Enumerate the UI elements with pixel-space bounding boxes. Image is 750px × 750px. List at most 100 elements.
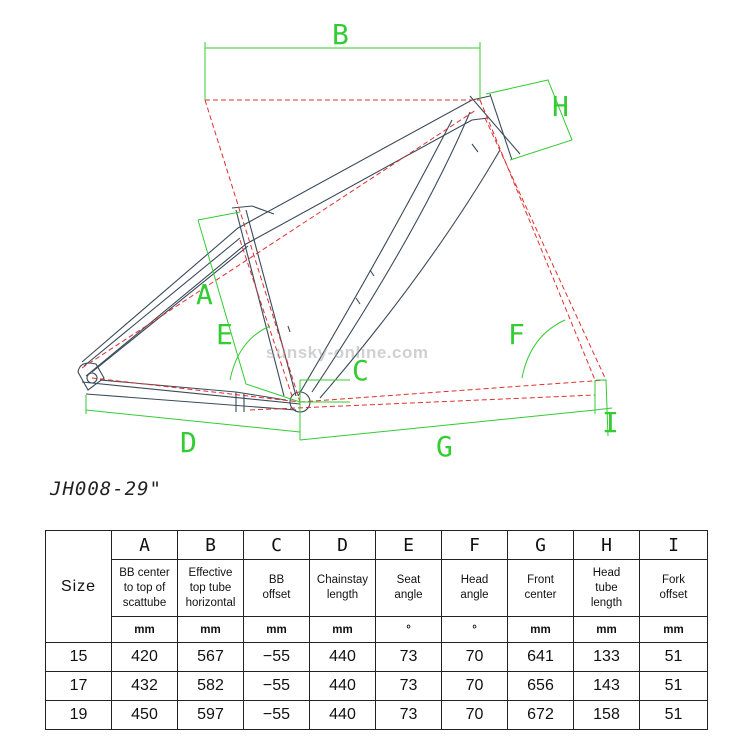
frame-outline xyxy=(77,93,521,413)
label-d: D xyxy=(180,426,197,459)
column-unit: mm xyxy=(243,616,310,643)
column-description: BB center to top of scattube xyxy=(111,559,178,617)
description-line: BB center xyxy=(119,566,170,579)
size-cell: 15 xyxy=(45,642,112,672)
column-unit: ° xyxy=(375,616,442,643)
column-unit: mm xyxy=(507,616,574,643)
column-description: Head tube length xyxy=(573,559,640,617)
description-line: offset xyxy=(659,589,688,601)
column-unit: ° xyxy=(441,616,508,643)
description-line: Chainstay xyxy=(316,574,369,586)
size-cell: 19 xyxy=(45,700,112,730)
column-unit: mm xyxy=(111,616,178,643)
value-cell: 70 xyxy=(441,671,508,701)
column-unit: mm xyxy=(573,616,640,643)
value-cell: 567 xyxy=(177,642,244,672)
description-line: Effective xyxy=(188,566,233,579)
description-line: angle xyxy=(460,589,489,601)
description-line: center xyxy=(524,589,557,601)
description-line: Seat xyxy=(396,574,421,586)
value-cell: 73 xyxy=(375,642,442,672)
label-a: A xyxy=(196,278,213,311)
description-line: length xyxy=(326,589,359,601)
description-line: offset xyxy=(262,589,291,601)
value-cell: 51 xyxy=(639,700,708,730)
column-letter: E xyxy=(375,530,442,560)
column-description: Chainstay length xyxy=(309,559,376,617)
value-cell: 672 xyxy=(507,700,574,730)
value-cell: −55 xyxy=(243,700,310,730)
value-cell: 597 xyxy=(177,700,244,730)
value-cell: 143 xyxy=(573,671,640,701)
label-c: C xyxy=(352,354,369,387)
column-letter: G xyxy=(507,530,574,560)
header-description-row: BB center to top of scattube Effective top t… xyxy=(46,559,708,617)
value-cell: 440 xyxy=(309,700,376,730)
dimension-lines xyxy=(85,42,613,441)
value-cell: 440 xyxy=(309,671,376,701)
label-h: H xyxy=(552,90,569,123)
value-cell: 432 xyxy=(111,671,178,701)
value-cell: 582 xyxy=(177,671,244,701)
value-cell: 440 xyxy=(309,642,376,672)
description-line: BB xyxy=(268,574,285,586)
column-description: Effective top tube horizontal xyxy=(177,559,244,617)
description-line: top tube xyxy=(189,581,232,594)
model-name: JH008-29" xyxy=(50,478,162,500)
column-description: Front center xyxy=(507,559,574,617)
size-cell: 17 xyxy=(45,671,112,701)
description-line: horizontal xyxy=(185,596,236,609)
value-cell: 51 xyxy=(639,671,708,701)
value-cell: 158 xyxy=(573,700,640,730)
value-cell: 70 xyxy=(441,642,508,672)
value-cell: 133 xyxy=(573,642,640,672)
column-letter: C xyxy=(243,530,310,560)
description-line: to top of xyxy=(123,581,166,594)
description-line: length xyxy=(590,596,623,609)
column-letter: B xyxy=(177,530,244,560)
description-line: Fork xyxy=(662,574,685,586)
column-description: Seat angle xyxy=(375,559,442,617)
label-b: B xyxy=(332,18,349,51)
value-cell: −55 xyxy=(243,642,310,672)
description-line: Head xyxy=(592,566,621,579)
description-line: scattube xyxy=(122,596,167,609)
label-i: I xyxy=(602,406,619,439)
column-description: Head angle xyxy=(441,559,508,617)
column-unit: mm xyxy=(309,616,376,643)
column-letter: I xyxy=(639,530,708,560)
column-unit: mm xyxy=(177,616,244,643)
value-cell: 420 xyxy=(111,642,178,672)
column-letter: A xyxy=(111,530,178,560)
description-line: Front xyxy=(527,574,554,586)
bike-frame-geometry-diagram: A B C D E F G H I xyxy=(77,18,619,463)
column-letter: H xyxy=(573,530,640,560)
label-f: F xyxy=(508,318,525,351)
value-cell: 656 xyxy=(507,671,574,701)
column-letter: D xyxy=(309,530,376,560)
value-cell: 70 xyxy=(441,700,508,730)
dimension-labels: A B C D E F G H I xyxy=(180,18,619,463)
column-description: Fork offset xyxy=(639,559,708,617)
watermark: sunsky-online.com xyxy=(266,343,429,362)
label-g: G xyxy=(436,430,453,463)
value-cell: 73 xyxy=(375,700,442,730)
column-description: BB offset xyxy=(243,559,310,617)
value-cell: 73 xyxy=(375,671,442,701)
value-cell: 51 xyxy=(639,642,708,672)
value-cell: 450 xyxy=(111,700,178,730)
value-cell: −55 xyxy=(243,671,310,701)
size-header: Size xyxy=(45,530,112,643)
description-line: Head xyxy=(460,574,489,586)
label-e: E xyxy=(216,318,233,351)
description-line: angle xyxy=(394,589,423,601)
description-line: tube xyxy=(595,581,618,594)
column-letter: F xyxy=(441,530,508,560)
